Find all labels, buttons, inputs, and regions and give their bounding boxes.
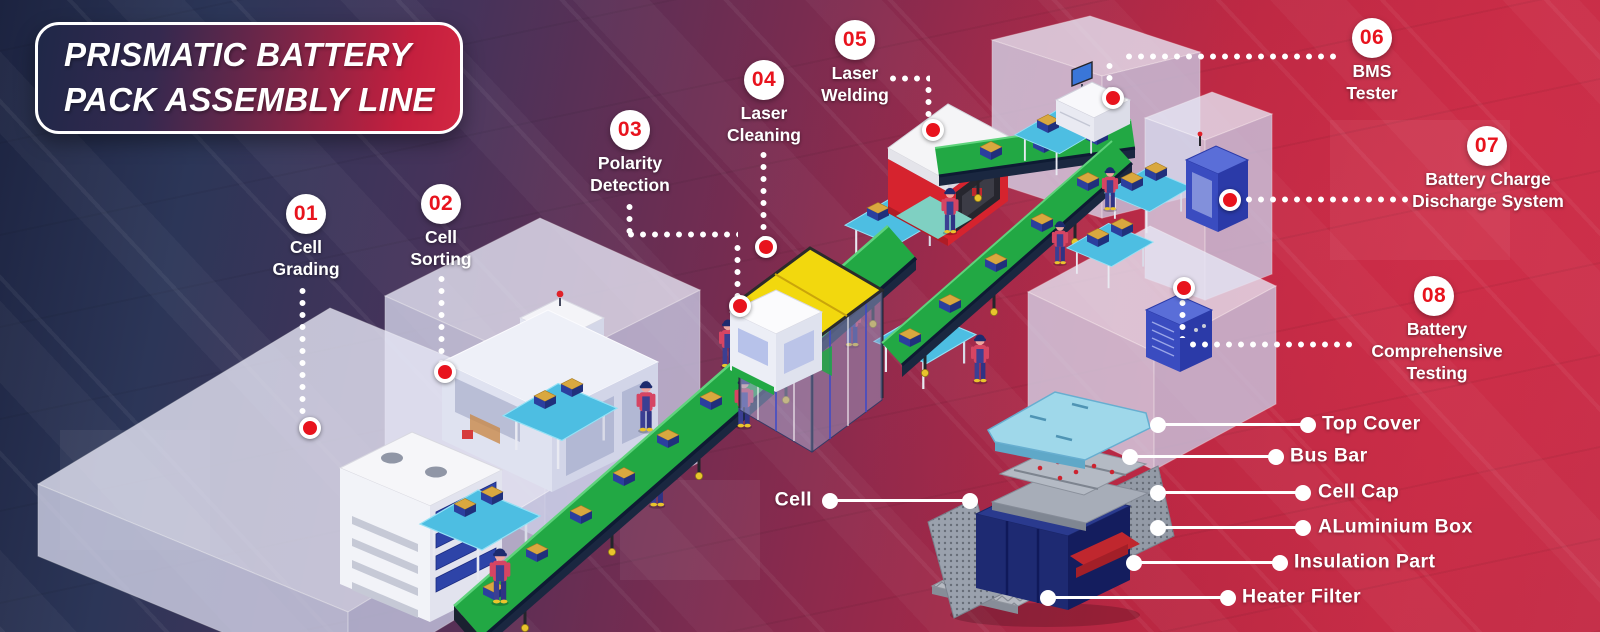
station-marker-03 (729, 295, 751, 317)
station-label-06: BMS Tester (1346, 61, 1398, 104)
component-label-heater-filter: Heater Filter (1242, 585, 1361, 608)
component-line-bus-bar (1130, 455, 1276, 458)
component-line-heater-filter (1048, 596, 1228, 599)
conveyor-south (881, 140, 1133, 379)
station-label-03: Polarity Detection (590, 153, 670, 196)
station-marker-05 (922, 119, 944, 141)
top-cover-3d (986, 391, 1151, 469)
title-card: PRISMATIC BATTERY PACK ASSEMBLY LINE (35, 22, 463, 134)
worker (971, 334, 989, 385)
title-line-1: PRISMATIC BATTERY (64, 36, 412, 74)
leader-line (1179, 298, 1186, 338)
station-label-01: Cell Grading (272, 237, 340, 280)
bms-tester-desk (1054, 60, 1132, 142)
component-label-insulation-part: Insulation Part (1294, 550, 1436, 573)
component-line-cell (830, 499, 970, 502)
leader-line (925, 85, 932, 123)
component-line-insulation-part (1134, 561, 1280, 564)
station-badge-01: 01 (286, 194, 326, 234)
component-label-aluminium-box: ALuminium Box (1318, 515, 1473, 538)
component-line-top-cover (1158, 423, 1308, 426)
component-label-cell-cap: Cell Cap (1318, 480, 1400, 503)
leader-line (760, 150, 767, 240)
leader-line (626, 202, 633, 234)
station-badge-03: 03 (610, 110, 650, 150)
station-marker-01 (299, 417, 321, 439)
leader-line (1106, 61, 1113, 91)
cell-cap-3d (990, 471, 1150, 531)
station-label-07: Battery Charge Discharge System (1412, 169, 1564, 212)
polarity-detection-machine (728, 289, 824, 395)
insulation-part-3d (1070, 532, 1140, 578)
station-label-08: Battery Comprehensive Testing (1371, 319, 1503, 384)
component-label-top-cover: Top Cover (1322, 412, 1421, 435)
leader-line (438, 274, 445, 364)
component-label-cell: Cell (774, 488, 812, 511)
station-marker-04 (755, 236, 777, 258)
title-line-2: PACK ASSEMBLY LINE (64, 81, 435, 118)
station-marker-06 (1102, 87, 1124, 109)
leader-line (626, 231, 738, 238)
leader-line (1188, 341, 1356, 348)
leader-line (1124, 53, 1338, 60)
exploded-battery-pack (927, 391, 1175, 627)
station-badge-04: 04 (744, 60, 784, 100)
station-badge-08: 08 (1414, 276, 1454, 316)
station-label-04: Laser Cleaning (727, 103, 801, 146)
leader-line (734, 243, 741, 299)
station-badge-06: 06 (1352, 18, 1392, 58)
station-marker-02 (434, 361, 456, 383)
leader-line (1244, 196, 1408, 203)
station-badge-05: 05 (835, 20, 875, 60)
station-label-02: Cell Sorting (410, 227, 472, 270)
leader-line (299, 286, 306, 418)
leader-line (888, 75, 930, 82)
station-marker-07 (1219, 189, 1241, 211)
station-label-05: Laser Welding (821, 63, 889, 106)
component-line-aluminium-box (1158, 526, 1303, 529)
station-marker-08 (1173, 277, 1195, 299)
component-label-bus-bar: Bus Bar (1290, 444, 1368, 467)
station-badge-02: 02 (421, 184, 461, 224)
station-badge-07: 07 (1467, 126, 1507, 166)
component-line-cell-cap (1158, 491, 1303, 494)
